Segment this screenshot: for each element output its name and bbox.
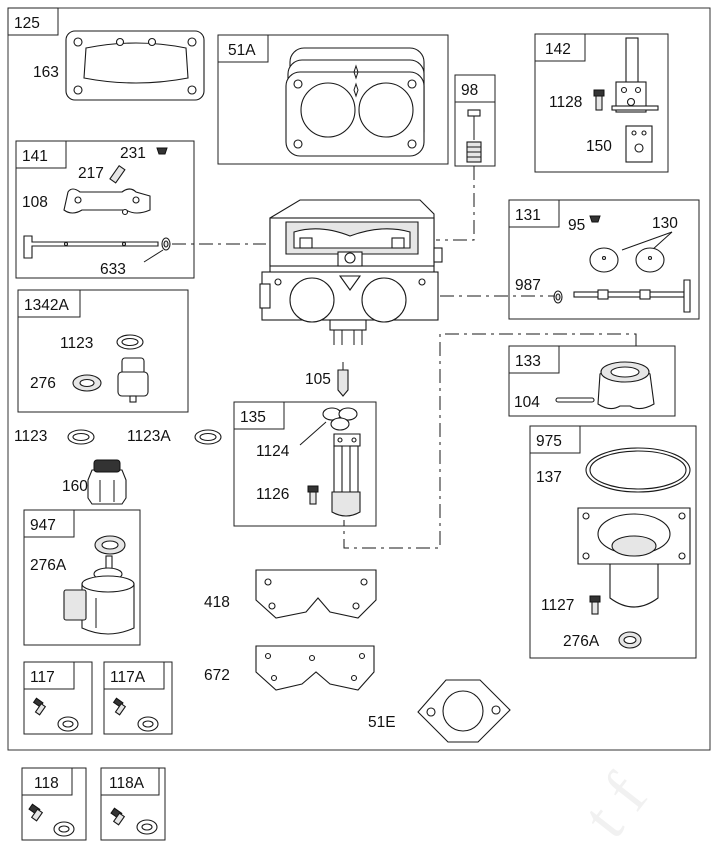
part-160-nut[interactable]: 160 bbox=[62, 459, 127, 505]
group-label-1342A: 1342A bbox=[24, 297, 69, 314]
group-label-133: 133 bbox=[515, 353, 541, 370]
group-label-51A: 51A bbox=[228, 42, 256, 59]
label-150: 150 bbox=[586, 138, 612, 155]
svg-text:t f: t f bbox=[569, 761, 662, 848]
group-131-choke[interactable]: 131 95 130 987 bbox=[508, 199, 700, 320]
watermark: t f bbox=[569, 761, 662, 848]
label-104: 104 bbox=[514, 394, 540, 411]
gasket-stack bbox=[285, 47, 425, 157]
label-231: 231 bbox=[120, 145, 146, 162]
group-label-117: 117 bbox=[30, 669, 55, 686]
label-217: 217 bbox=[78, 165, 104, 182]
label-1123: 1123 bbox=[14, 428, 47, 445]
label-163: 163 bbox=[33, 64, 59, 81]
group-label-135: 135 bbox=[240, 409, 266, 426]
label-633: 633 bbox=[100, 261, 126, 278]
group-label-131: 131 bbox=[515, 207, 541, 224]
group-975-adapter[interactable]: 975 137 1127 276A bbox=[529, 425, 697, 659]
carburetor-body[interactable] bbox=[259, 199, 443, 345]
frame-tag bbox=[7, 7, 59, 36]
label-276A: 276A bbox=[30, 557, 67, 574]
label-987: 987 bbox=[515, 277, 541, 294]
group-133-float[interactable]: 133 104 bbox=[508, 345, 676, 417]
label-1127: 1127 bbox=[541, 597, 574, 614]
group-label-118: 118 bbox=[34, 775, 59, 792]
part-51E-gasket[interactable]: 51E bbox=[368, 679, 511, 743]
label-1123A: 1123A bbox=[127, 428, 171, 445]
leader-lines bbox=[172, 166, 637, 549]
label-108: 108 bbox=[22, 194, 48, 211]
group-118A[interactable]: 118A bbox=[100, 767, 166, 841]
label-418: 418 bbox=[204, 594, 230, 611]
group-142-bracket[interactable]: 142 1128 150 bbox=[534, 33, 669, 173]
group-98[interactable]: 98 bbox=[454, 74, 496, 167]
label-95: 95 bbox=[568, 217, 585, 234]
group-117A[interactable]: 117A bbox=[103, 661, 173, 735]
label-1126: 1126 bbox=[256, 486, 289, 503]
group-label-118A: 118A bbox=[109, 775, 145, 792]
loose-seals[interactable]: 1123 1123A bbox=[14, 428, 222, 445]
group-label-947: 947 bbox=[30, 517, 56, 534]
part-672-gasket[interactable]: 672 bbox=[204, 645, 375, 691]
group-label-142: 142 bbox=[545, 41, 571, 58]
part-418-insulator[interactable]: 418 bbox=[204, 569, 377, 619]
part-163-gasket[interactable]: 163 bbox=[33, 30, 205, 101]
label-105: 105 bbox=[305, 371, 331, 388]
group-118[interactable]: 118 bbox=[21, 767, 87, 841]
group-141-linkage[interactable]: 141 231 217 108 633 bbox=[15, 140, 195, 279]
group-label-141: 141 bbox=[22, 148, 48, 165]
frame-125: 125 bbox=[7, 7, 711, 751]
label-672: 672 bbox=[204, 667, 230, 684]
part-105-needle[interactable]: 105 bbox=[305, 362, 349, 397]
group-135-main-jet[interactable]: 135 1124 1126 bbox=[233, 401, 377, 527]
label-1128: 1128 bbox=[549, 94, 582, 111]
label-1124: 1124 bbox=[256, 443, 290, 460]
group-1342A-kit[interactable]: 1342A 1123 276 bbox=[17, 289, 189, 413]
label-51E: 51E bbox=[368, 714, 396, 731]
group-51A-gasket-kit[interactable]: 51A bbox=[217, 34, 449, 165]
group-label-98: 98 bbox=[461, 82, 478, 99]
label-130: 130 bbox=[652, 215, 678, 232]
group-label-975: 975 bbox=[536, 433, 562, 450]
label-137: 137 bbox=[536, 469, 562, 486]
label-276: 276 bbox=[30, 375, 56, 392]
group-label-117A: 117A bbox=[110, 669, 146, 686]
label-276A-kit: 276A bbox=[563, 633, 600, 650]
group-117[interactable]: 117 bbox=[23, 661, 93, 735]
frame-label: 125 bbox=[14, 15, 40, 32]
group-947-solenoid[interactable]: 947 276A bbox=[23, 509, 141, 646]
label-160: 160 bbox=[62, 478, 88, 495]
label-1123-kit: 1123 bbox=[60, 335, 93, 352]
